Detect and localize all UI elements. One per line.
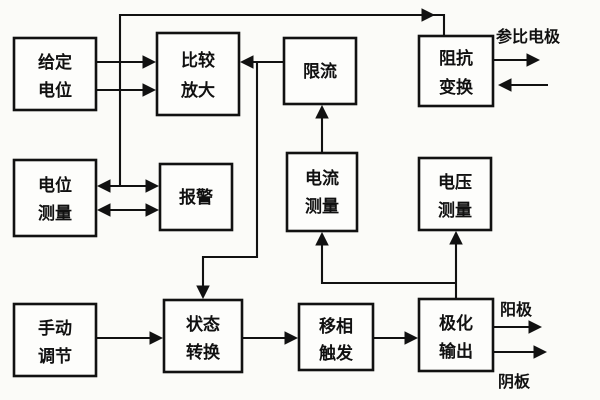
block-state-convert-label-2: 转换	[186, 342, 221, 363]
block-phase-shift-trigger-label-2: 触发	[318, 343, 354, 364]
wire-feedback-top	[118, 8, 436, 186]
block-alarm-label-1: 报警	[179, 187, 213, 208]
block-current-limit-label-1: 限流	[303, 61, 337, 82]
block-compare-amplify: 比较 放大	[155, 31, 241, 117]
block-current-limit: 限流	[282, 36, 358, 106]
block-impedance-transform-label-1: 阻抗	[439, 48, 473, 69]
block-set-potential-label-2: 电位	[38, 80, 72, 101]
block-impedance-transform: 阻抗 变换	[417, 34, 495, 108]
block-potential-measure: 电位 测量	[12, 158, 98, 238]
block-voltage-measure-box	[417, 156, 493, 232]
wire-feedback-top-drop	[433, 13, 446, 36]
block-phase-shift-trigger-label-1: 移相	[319, 316, 353, 337]
block-manual-adjust-box	[12, 302, 98, 378]
block-set-potential: 给定 电位	[12, 36, 98, 112]
block-set-potential-label-1: 给定	[38, 52, 72, 73]
block-phase-shift-trigger: 移相 触发	[297, 302, 375, 372]
block-current-measure-label-2: 测量	[305, 196, 339, 217]
arrow-polarization-to-current-measure	[315, 231, 456, 285]
block-polarization-output-box	[417, 297, 495, 373]
block-state-convert-label-1: 状态	[186, 314, 220, 335]
block-set-potential-box	[12, 36, 98, 112]
label-anode: 阳极	[500, 300, 533, 319]
block-manual-adjust-label-2: 调节	[38, 346, 72, 367]
block-potential-measure-label-1: 电位	[38, 175, 72, 196]
block-compare-amplify-box	[155, 31, 241, 117]
block-current-limit-box	[282, 36, 358, 106]
block-impedance-transform-label-2: 变换	[439, 77, 474, 98]
arrow-compare-to-state-convert	[196, 62, 259, 300]
block-current-measure-label-1: 电流	[305, 168, 339, 189]
block-compare-amplify-label-2: 放大	[180, 80, 215, 101]
block-potential-measure-box	[12, 158, 98, 238]
block-current-measure: 电流 测量	[285, 151, 359, 233]
block-impedance-transform-box	[417, 34, 495, 108]
block-polarization-output: 极化 输出	[417, 297, 495, 373]
label-reference-electrode: 参比电极	[496, 27, 561, 46]
block-voltage-measure-label-1: 电压	[438, 172, 472, 193]
block-phase-shift-trigger-box	[297, 302, 375, 372]
block-compare-amplify-label-1: 比较	[181, 50, 215, 71]
block-current-measure-box	[285, 151, 359, 233]
label-cathode-plate: 阴板	[498, 372, 531, 391]
block-manual-adjust: 手动 调节	[12, 302, 98, 378]
block-state-convert: 状态 转换	[162, 298, 244, 374]
block-manual-adjust-label-1: 手动	[38, 318, 72, 339]
block-polarization-output-label-1: 极化	[439, 313, 473, 334]
block-alarm-box	[158, 162, 234, 232]
block-polarization-output-label-2: 输出	[439, 341, 473, 362]
block-voltage-measure-label-2: 测量	[438, 200, 472, 221]
block-voltage-measure: 电压 测量	[417, 156, 493, 232]
block-state-convert-box	[162, 298, 244, 374]
block-alarm: 报警	[158, 162, 234, 232]
block-potential-measure-label-2: 测量	[38, 203, 72, 224]
